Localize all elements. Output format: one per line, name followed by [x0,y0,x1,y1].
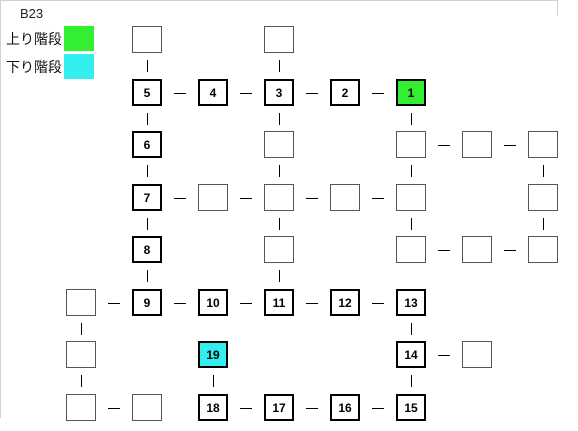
corridor-vertical [213,375,214,387]
room-empty [66,289,96,316]
room-empty [330,184,360,211]
room-empty [462,341,492,368]
corridor-horizontal [240,93,252,94]
legend-label-up-stairs: 上り階段 [6,31,62,47]
room-18: 18 [198,394,228,421]
corridor-horizontal [240,198,252,199]
corridor-horizontal [174,93,186,94]
corridor-vertical [411,375,412,387]
corridor-horizontal [306,408,318,409]
room-6: 6 [132,131,162,158]
corridor-horizontal [372,198,384,199]
room-17: 17 [264,394,294,421]
room-empty [462,236,492,263]
corridor-vertical [279,60,280,72]
corridor-horizontal [438,355,450,356]
room-2: 2 [330,79,360,106]
corridor-vertical [543,218,544,230]
corridor-horizontal [504,145,516,146]
room-19: 19 [198,341,228,368]
frame-top-border [0,0,558,1]
corridor-vertical [81,323,82,335]
room-empty [198,184,228,211]
corridor-vertical [411,113,412,125]
room-empty [264,236,294,263]
room-empty [528,236,558,263]
room-empty [528,184,558,211]
corridor-horizontal [504,250,516,251]
room-empty [396,236,426,263]
room-empty [528,131,558,158]
room-1: 1 [396,79,426,106]
corridor-vertical [279,270,280,282]
room-empty [66,341,96,368]
corridor-vertical [543,165,544,177]
room-5: 5 [132,79,162,106]
room-empty [264,26,294,53]
room-16: 16 [330,394,360,421]
corridor-vertical [81,375,82,387]
room-empty [396,184,426,211]
room-7: 7 [132,184,162,211]
corridor-horizontal [372,93,384,94]
room-10: 10 [198,289,228,316]
corridor-horizontal [372,408,384,409]
corridor-horizontal [108,303,120,304]
corridor-vertical [411,323,412,335]
corridor-vertical [147,60,148,72]
room-empty [264,184,294,211]
corridor-vertical [411,218,412,230]
corridor-horizontal [306,93,318,94]
room-empty [264,131,294,158]
frame-right-border [557,0,558,16]
corridor-vertical [279,218,280,230]
room-empty [462,131,492,158]
room-13: 13 [396,289,426,316]
corridor-horizontal [174,198,186,199]
room-12: 12 [330,289,360,316]
corridor-vertical [147,270,148,282]
corridor-vertical [279,165,280,177]
room-3: 3 [264,79,294,106]
frame-left-border [0,0,1,418]
corridor-horizontal [240,408,252,409]
room-4: 4 [198,79,228,106]
corridor-horizontal [108,408,120,409]
corridor-horizontal [438,250,450,251]
corridor-horizontal [372,303,384,304]
room-empty [396,131,426,158]
corridor-vertical [147,165,148,177]
room-9: 9 [132,289,162,316]
legend-swatch-up-stairs [64,26,94,51]
corridor-vertical [279,113,280,125]
corridor-horizontal [306,198,318,199]
corridor-horizontal [438,145,450,146]
legend-label-down-stairs: 下り階段 [6,59,62,75]
corridor-vertical [147,218,148,230]
room-11: 11 [264,289,294,316]
corridor-vertical [147,113,148,125]
floor-label: B23 [20,6,44,21]
room-15: 15 [396,394,426,421]
corridor-horizontal [306,303,318,304]
room-empty [132,394,162,421]
corridor-horizontal [240,303,252,304]
corridor-vertical [411,165,412,177]
room-8: 8 [132,236,162,263]
corridor-horizontal [174,303,186,304]
room-empty [132,26,162,53]
room-14: 14 [396,341,426,368]
room-empty [66,394,96,421]
legend-swatch-down-stairs [64,54,94,79]
